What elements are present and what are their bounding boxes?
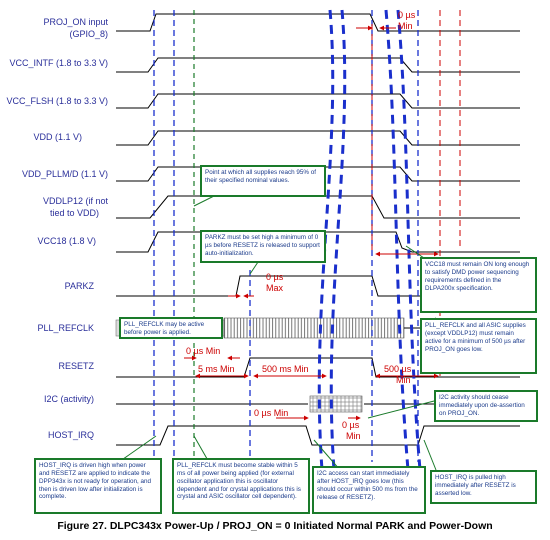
note-host-irq-high: HOST_IRQ is driven high when power and R…	[34, 458, 162, 514]
signal-label-proj-on: PROJ_ON input	[43, 17, 108, 27]
timing-500ms: 500 ms Min	[262, 364, 309, 374]
timing-proj-on: 0 µs	[398, 10, 416, 20]
timing-500us-min: Min	[396, 375, 411, 385]
refclk-clock-region	[223, 317, 405, 339]
timing-refclk-reset: 0 µs Min	[186, 346, 220, 356]
wave-vdd	[116, 130, 520, 146]
timing-i2c-off: 0 µs	[342, 420, 360, 430]
wave-vcc-flsh	[116, 93, 520, 109]
signal-label-resetz: RESETZ	[58, 361, 94, 371]
signal-label-vdd: VDD (1.1 V)	[33, 132, 82, 142]
signal-label-vddlp12-note: tied to VDD)	[50, 208, 99, 218]
signal-label-gpio8: (GPIO_8)	[69, 29, 108, 39]
wave-host-irq	[116, 425, 520, 446]
signal-label-host-irq: HOST_IRQ	[48, 430, 94, 440]
timing-5ms: 5 ms Min	[198, 364, 235, 374]
signal-label-i2c: I2C (activity)	[44, 394, 94, 404]
figure-caption: Figure 27. DLPC343x Power-Up / PROJ_ON =…	[57, 520, 493, 532]
wave-vddlp12	[116, 195, 520, 219]
i2c-activity-region	[309, 395, 363, 413]
signal-label-vcc-flsh: VCC_FLSH (1.8 to 3.3 V)	[6, 96, 108, 106]
note-i2c-access: I2C access can start immediately after H…	[312, 466, 426, 514]
wave-proj-on	[116, 13, 520, 32]
note-host-irq-pulled: HOST_IRQ is pulled high immediately afte…	[430, 470, 537, 504]
note-vcc18-on: VCC18 must remain ON long enough to sati…	[420, 257, 537, 313]
signal-label-vcc18: VCC18 (1.8 V)	[37, 236, 96, 246]
timing-500us: 500 µs	[384, 364, 412, 374]
signal-label-vcc-intf: VCC_INTF (1.8 to 3.3 V)	[9, 58, 108, 68]
note-supplies-95: Point at which all supplies reach 95% of…	[200, 165, 326, 197]
note-refclk-asic: PLL_REFCLK and all ASIC supplies (except…	[420, 318, 537, 374]
wave-parkz	[116, 275, 520, 297]
note-refclk-stable: PLL_REFCLK must become stable within 5 m…	[172, 458, 310, 514]
timing-parkz: 0 µs	[266, 272, 284, 282]
signal-label-pll-refclk: PLL_REFCLK	[37, 323, 94, 333]
signal-label-vddlp12: VDDLP12 (if not	[43, 196, 109, 206]
wave-vcc-intf	[116, 57, 520, 73]
timing-arrows	[184, 25, 439, 421]
timing-parkz-max: Max	[266, 283, 284, 293]
timing-i2c: 0 µs Min	[254, 408, 288, 418]
timing-i2c-off-min: Min	[346, 431, 361, 441]
note-refclk-active: PLL_REFCLK may be active before power is…	[119, 317, 223, 339]
note-parkz-high: PARKZ must be set high a minimum of 0 µs…	[200, 230, 326, 263]
signal-label-parkz: PARKZ	[65, 281, 95, 291]
time-break	[317, 9, 422, 471]
signal-label-vdd-pllm: VDD_PLLM/D (1.1 V)	[22, 169, 108, 179]
note-i2c-cease: I2C activity should cease immediately up…	[434, 390, 538, 422]
red-reference-lines	[371, 10, 461, 380]
timing-proj-on-min: Min	[398, 21, 413, 31]
